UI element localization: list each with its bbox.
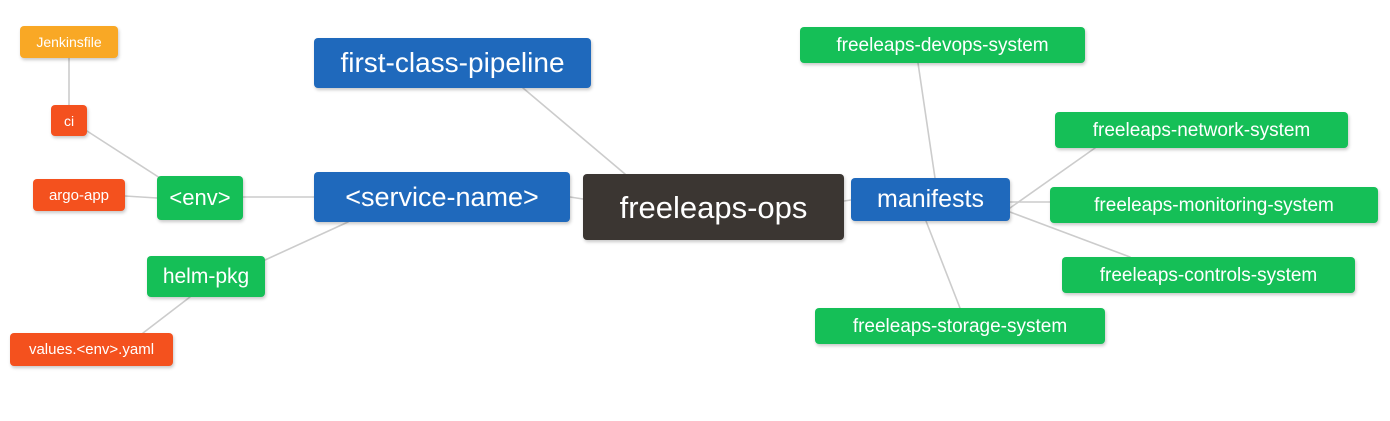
node-values-yaml[interactable]: values.<env>.yaml [10, 333, 173, 366]
node-jenkinsfile[interactable]: Jenkinsfile [20, 26, 118, 58]
node-first-class-pipeline[interactable]: first-class-pipeline [314, 38, 591, 88]
node-manifests[interactable]: manifests [851, 178, 1010, 221]
edge-service-name-to-freeleaps-ops [569, 196, 584, 200]
node-label-freeleaps-ops: freeleaps-ops [619, 189, 808, 225]
node-label-env: <env> [169, 185, 231, 210]
node-label-argo-app: argo-app [48, 186, 110, 204]
node-freeleaps-ops[interactable]: freeleaps-ops [583, 174, 844, 240]
node-helm-pkg[interactable]: helm-pkg [147, 256, 265, 297]
node-argo-app[interactable]: argo-app [33, 179, 125, 211]
edge-argo-app-to-env [124, 195, 158, 199]
node-label-freeleaps-storage-system: freeleaps-storage-system [852, 315, 1068, 337]
node-service-name[interactable]: <service-name> [314, 172, 570, 222]
edge-helm-pkg-to-service-name [264, 221, 349, 261]
node-freeleaps-controls-system[interactable]: freeleaps-controls-system [1062, 257, 1355, 293]
edge-ci-to-env [86, 130, 161, 179]
node-label-freeleaps-devops-system: freeleaps-devops-system [836, 34, 1049, 56]
edge-manifests-to-freeleaps-storage-system [925, 220, 961, 309]
node-freeleaps-monitoring-system[interactable]: freeleaps-monitoring-system [1050, 187, 1378, 223]
node-label-freeleaps-monitoring-system: freeleaps-monitoring-system [1094, 194, 1334, 216]
node-freeleaps-network-system[interactable]: freeleaps-network-system [1055, 112, 1348, 148]
edge-manifests-to-freeleaps-devops-system [917, 62, 936, 179]
node-label-values-yaml: values.<env>.yaml [28, 341, 155, 358]
edge-first-class-pipeline-to-freeleaps-ops [522, 87, 626, 175]
node-label-helm-pkg: helm-pkg [162, 265, 250, 288]
node-label-manifests: manifests [877, 185, 984, 213]
edge-freeleaps-ops-to-manifests [843, 199, 852, 202]
node-label-freeleaps-network-system: freeleaps-network-system [1092, 119, 1311, 141]
node-label-first-class-pipeline: first-class-pipeline [340, 47, 565, 78]
edge-values-yaml-to-helm-pkg [142, 296, 191, 334]
node-label-ci: ci [63, 112, 75, 129]
node-label-jenkinsfile: Jenkinsfile [36, 34, 102, 50]
node-freeleaps-storage-system[interactable]: freeleaps-storage-system [815, 308, 1105, 344]
node-ci[interactable]: ci [51, 105, 87, 136]
node-freeleaps-devops-system[interactable]: freeleaps-devops-system [800, 27, 1085, 63]
node-label-freeleaps-controls-system: freeleaps-controls-system [1099, 264, 1318, 286]
node-label-service-name: <service-name> [345, 181, 539, 212]
node-env[interactable]: <env> [157, 176, 243, 220]
